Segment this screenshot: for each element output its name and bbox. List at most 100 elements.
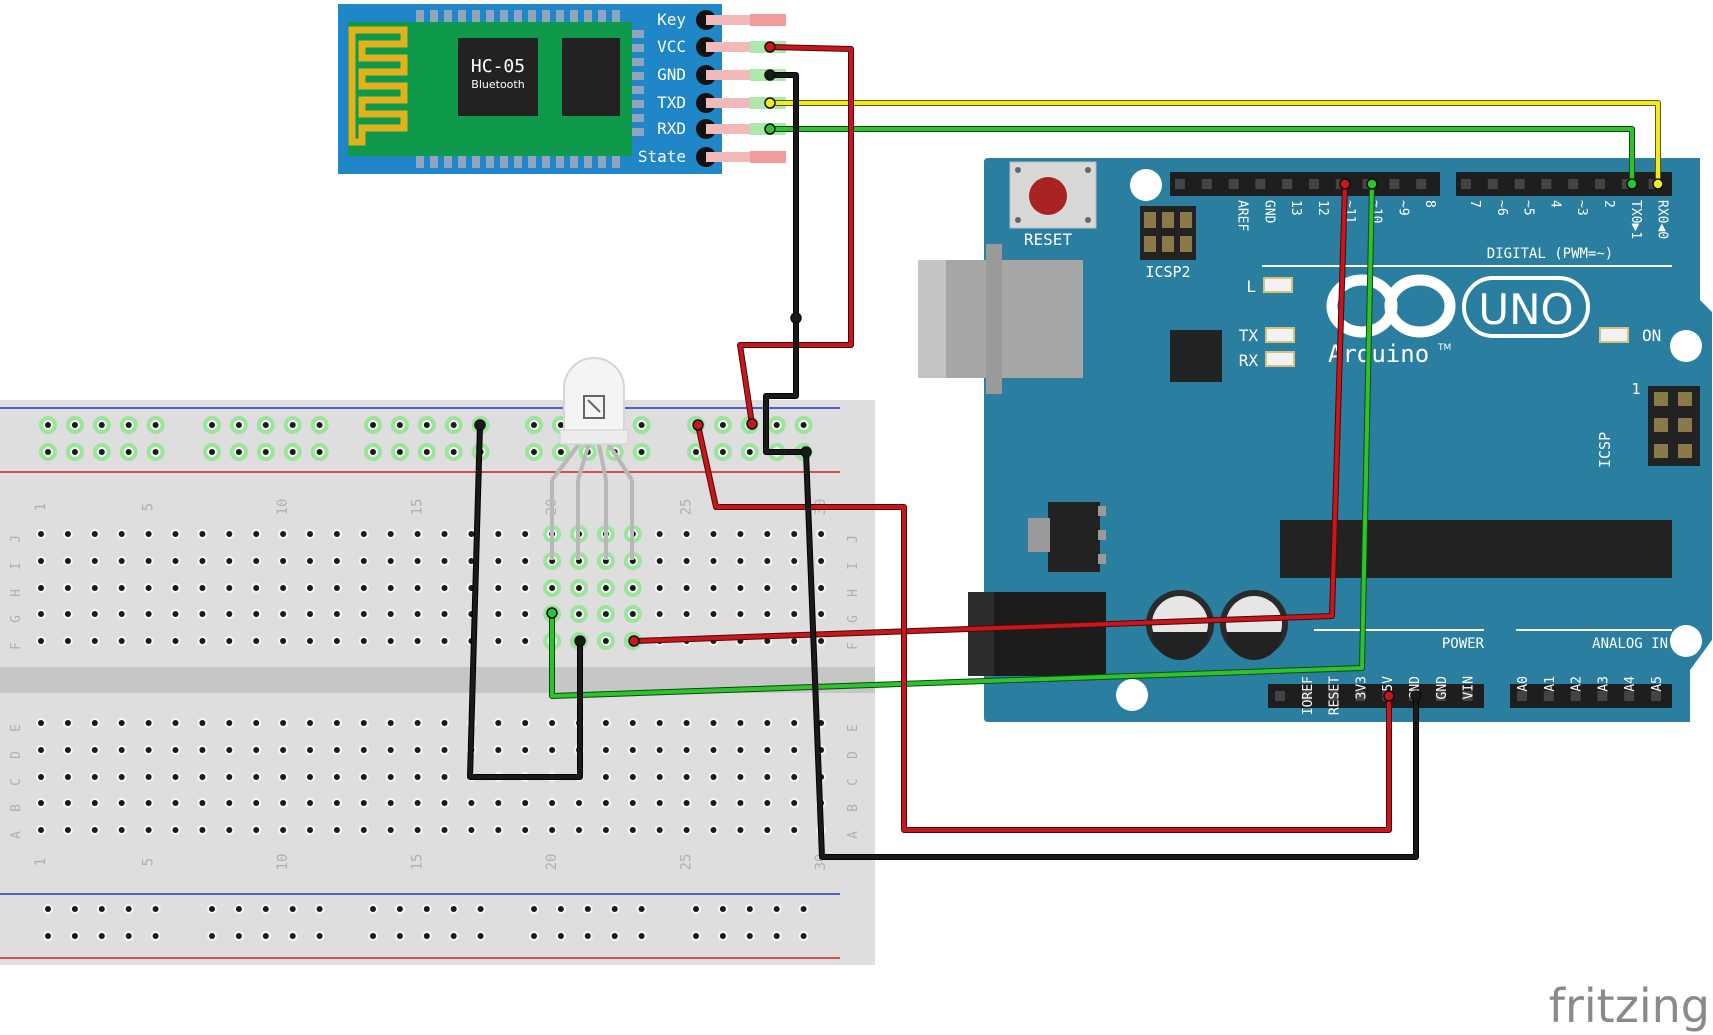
breadboard-hole xyxy=(414,638,421,644)
hc05-pad xyxy=(416,154,424,168)
hc05-pin-leg xyxy=(706,152,750,162)
rail-hole xyxy=(235,422,242,428)
breadboard-hole xyxy=(172,531,179,537)
breadboard-hole xyxy=(64,585,71,591)
icsp-pin xyxy=(1654,418,1668,432)
breadboard-hole xyxy=(656,774,663,780)
header-pin xyxy=(1514,179,1525,189)
header-pin xyxy=(1570,691,1581,701)
hc05-pad xyxy=(612,10,620,24)
header-pin xyxy=(1543,691,1554,701)
analog-pin-label: A4 xyxy=(1623,676,1638,692)
breadboard-hole xyxy=(818,638,825,644)
header-pin xyxy=(1282,179,1293,189)
rail-hole xyxy=(423,449,430,455)
breadboard-hole xyxy=(764,611,771,617)
breadboard-hole xyxy=(172,558,179,564)
rail-hole xyxy=(152,422,159,428)
arduino-logo-icon xyxy=(1326,274,1456,338)
onboard-led-label: RX xyxy=(1239,351,1259,370)
rail-hole xyxy=(152,449,159,455)
icsp2-pin xyxy=(1162,212,1174,228)
breadboard-hole xyxy=(145,585,152,591)
breadboard-hole xyxy=(522,638,529,644)
breadboard-hole xyxy=(91,585,98,591)
rail-hole xyxy=(235,906,242,912)
breadboard-hole xyxy=(253,774,260,780)
breadboard-hole xyxy=(629,611,636,617)
breadboard-hole xyxy=(656,585,663,591)
power-pin-label: 3V3 xyxy=(1354,676,1369,699)
digital-pin-label: ~5 xyxy=(1521,200,1536,216)
header-pin xyxy=(1201,179,1212,189)
breadboard-hole xyxy=(549,720,556,726)
column-number: 5 xyxy=(141,858,157,866)
breadboard-hole xyxy=(710,800,717,806)
hc05-pin-label: RXD xyxy=(657,119,686,138)
breadboard-hole xyxy=(307,827,313,833)
breadboard-hole xyxy=(360,531,367,537)
rail-hole xyxy=(423,906,430,912)
breadboard-hole xyxy=(414,800,421,806)
rail-hole xyxy=(45,933,51,939)
breadboard-hole xyxy=(307,531,313,537)
icsp-pin xyxy=(1654,444,1668,458)
breadboard-hole xyxy=(656,720,663,726)
breadboard-hole xyxy=(333,827,340,833)
rail-hole xyxy=(557,422,564,428)
hc05-pad xyxy=(570,10,578,24)
breadboard-hole xyxy=(64,827,71,833)
breadboard-hole xyxy=(441,531,448,537)
breadboard-hole xyxy=(145,638,152,644)
hc05-pin-leg xyxy=(706,124,750,134)
breadboard-hole xyxy=(683,558,690,564)
onboard-led xyxy=(1265,327,1295,343)
breadboard-hole xyxy=(64,531,71,537)
wire-yellow-txd xyxy=(768,101,1660,186)
breadboard-hole xyxy=(737,827,744,833)
breadboard-hole xyxy=(818,585,825,591)
row-letter: J xyxy=(9,535,24,543)
column-number: 10 xyxy=(275,499,291,516)
breadboard-hole xyxy=(387,800,394,806)
breadboard-hole xyxy=(280,638,287,644)
rail-hole xyxy=(152,906,159,912)
breadboard-hole xyxy=(280,585,287,591)
breadboard-hole xyxy=(118,827,125,833)
breadboard-hole xyxy=(441,747,448,753)
icsp-pin xyxy=(1678,392,1692,406)
breadboard-hole xyxy=(199,558,206,564)
digital-pin-label: 13 xyxy=(1288,200,1303,216)
breadboard-hole xyxy=(683,531,690,537)
wire-black-arduino-gnd xyxy=(804,450,1418,859)
breadboard-hole xyxy=(791,585,798,591)
breadboard-hole xyxy=(549,827,556,833)
breadboard-hole xyxy=(737,611,744,617)
breadboard-hole xyxy=(199,720,206,726)
dc-power-jack xyxy=(968,592,1106,676)
row-letter: D xyxy=(846,751,861,759)
wire-endpoint xyxy=(1652,178,1664,190)
breadboard-hole xyxy=(64,800,71,806)
wire-endpoint xyxy=(1383,690,1395,702)
power-pin-label: GND xyxy=(1435,676,1450,700)
icsp2-pin xyxy=(1180,212,1192,228)
breadboard-hole xyxy=(710,774,717,780)
breadboard-hole xyxy=(91,827,98,833)
rail-hole xyxy=(370,906,376,912)
reset-button xyxy=(1029,177,1067,215)
breadboard-hole xyxy=(91,638,98,644)
breadboard-hole xyxy=(307,774,313,780)
header-pin xyxy=(1651,691,1661,701)
analog-pin-label: A0 xyxy=(1516,676,1531,692)
rail-hole xyxy=(693,906,699,912)
rail-hole xyxy=(316,906,323,912)
wire-endpoint xyxy=(1626,178,1638,190)
breadboard-hole xyxy=(226,800,233,806)
hc05-pad xyxy=(584,154,592,168)
hc05-pad xyxy=(630,44,644,52)
breadboard-hole xyxy=(172,611,179,617)
breadboard-hole xyxy=(172,747,179,753)
analog-pin-label: A1 xyxy=(1543,676,1558,692)
